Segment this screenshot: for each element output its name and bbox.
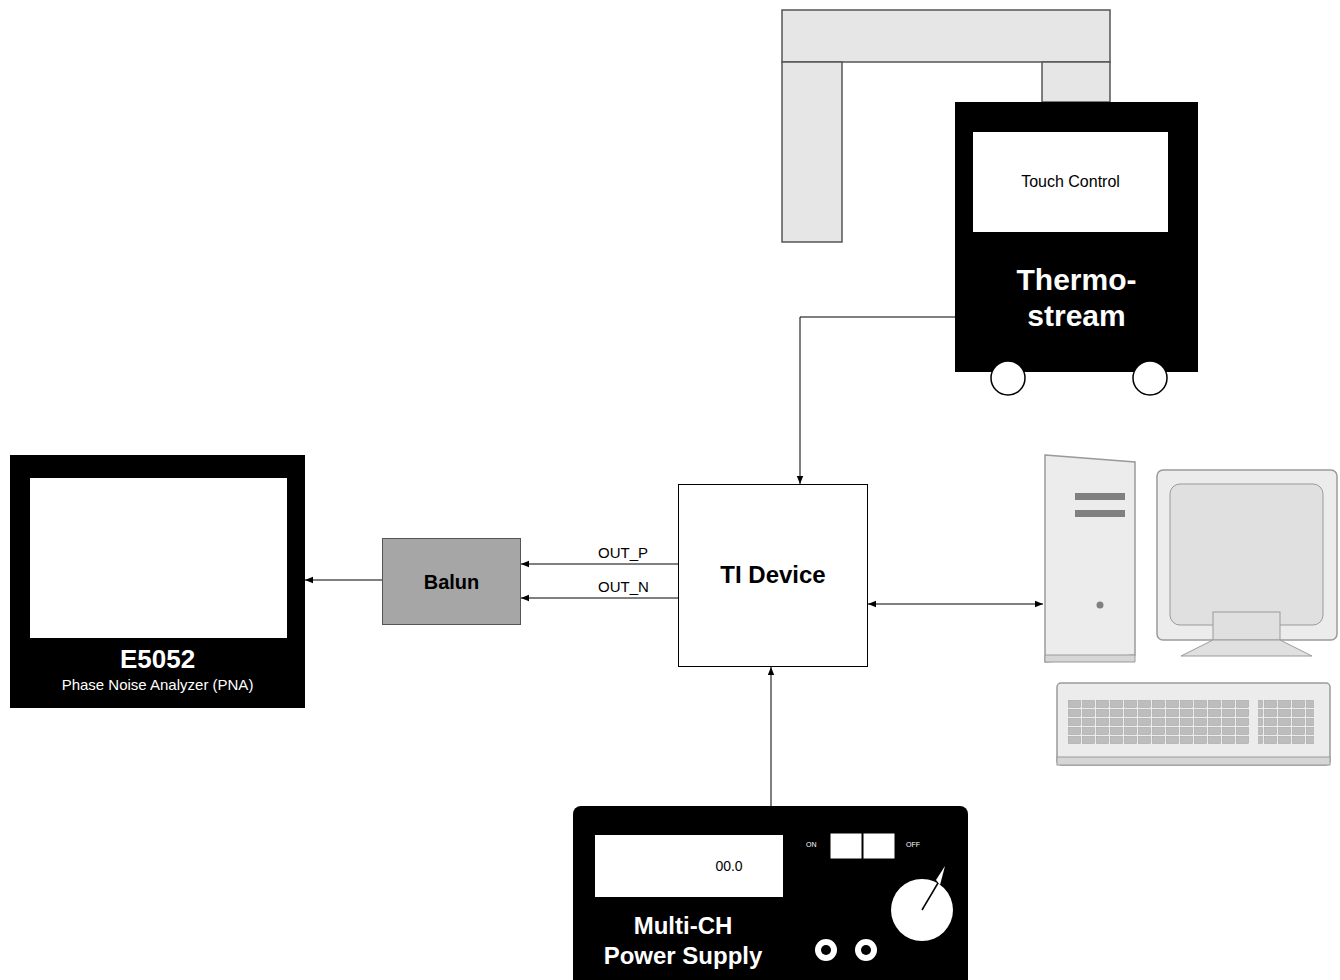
power-switch: [830, 833, 895, 859]
signal-arrow: [521, 598, 678, 599]
computer-illustration: [1157, 470, 1337, 640]
cart-wheels: [991, 361, 1025, 395]
output-jacks: [815, 939, 837, 961]
computer-illustration: [1258, 700, 1314, 745]
data-link-arrow: [868, 604, 1043, 605]
signal-arrow: [771, 667, 772, 806]
switch-label: OFF: [906, 841, 920, 848]
power-switch: [830, 833, 862, 859]
power-knob: [922, 883, 938, 910]
computer-illustration: [1170, 484, 1323, 625]
computer-illustration: [1045, 655, 1135, 662]
cart-wheels: [991, 361, 1167, 395]
computer-illustration: [1213, 612, 1280, 640]
power-supply-unit: Multi-CH Power Supply 00.0: [573, 806, 968, 980]
computer-illustration: [1097, 602, 1104, 609]
computer-illustration: [1075, 510, 1125, 517]
computer-illustration: [1045, 455, 1337, 765]
balun-box: Balun: [382, 538, 521, 625]
thermostream-stand: [1042, 62, 1110, 102]
signal-name: OUT_P: [597, 544, 649, 561]
output-jacks: [815, 939, 877, 961]
computer-illustration: [1075, 493, 1125, 500]
node-title: Balun: [424, 570, 480, 594]
cart-wheels: [1133, 361, 1167, 395]
device-box: TI Device: [678, 484, 868, 667]
node-title: E5052: [120, 645, 195, 675]
switch-label: ON: [806, 841, 817, 848]
signal-arrow: [305, 580, 382, 581]
output-jacks: [855, 939, 877, 961]
analyzer-instrument: E5052Phase Noise Analyzer (PNA): [10, 455, 305, 708]
thermostream-stand: [782, 10, 1110, 62]
node-title: Touch Control: [1021, 172, 1120, 191]
instrument-screen: [30, 478, 287, 638]
computer-illustration: [1057, 683, 1330, 765]
computer-illustration: [1181, 640, 1312, 656]
thermostream-stand: [782, 62, 842, 242]
signal-name: OUT_N: [597, 578, 650, 595]
signal-arrow: [800, 317, 955, 484]
output-jacks: [861, 945, 871, 955]
display-readout: 00.0: [595, 835, 783, 897]
computer-illustration: [1068, 700, 1250, 745]
node-title: Thermo- stream: [997, 262, 1157, 334]
thermostream-unit: Thermo- stream Touch Control: [955, 102, 1198, 372]
computer-illustration: [1045, 455, 1135, 662]
node-title: 00.0: [715, 858, 742, 875]
power-knob: [891, 879, 953, 941]
computer-illustration: [1057, 757, 1330, 765]
connectors: [305, 317, 955, 806]
signal-arrow: [521, 564, 678, 565]
node-subtitle: Phase Noise Analyzer (PNA): [62, 675, 254, 695]
power-knob: [936, 866, 945, 885]
node-title: Multi-CH Power Supply: [598, 911, 768, 971]
node-title: TI Device: [720, 561, 825, 590]
touch-screen: Touch Control: [973, 132, 1168, 232]
power-switch: [863, 833, 895, 859]
output-jacks: [821, 945, 831, 955]
power-knob: [891, 866, 953, 941]
